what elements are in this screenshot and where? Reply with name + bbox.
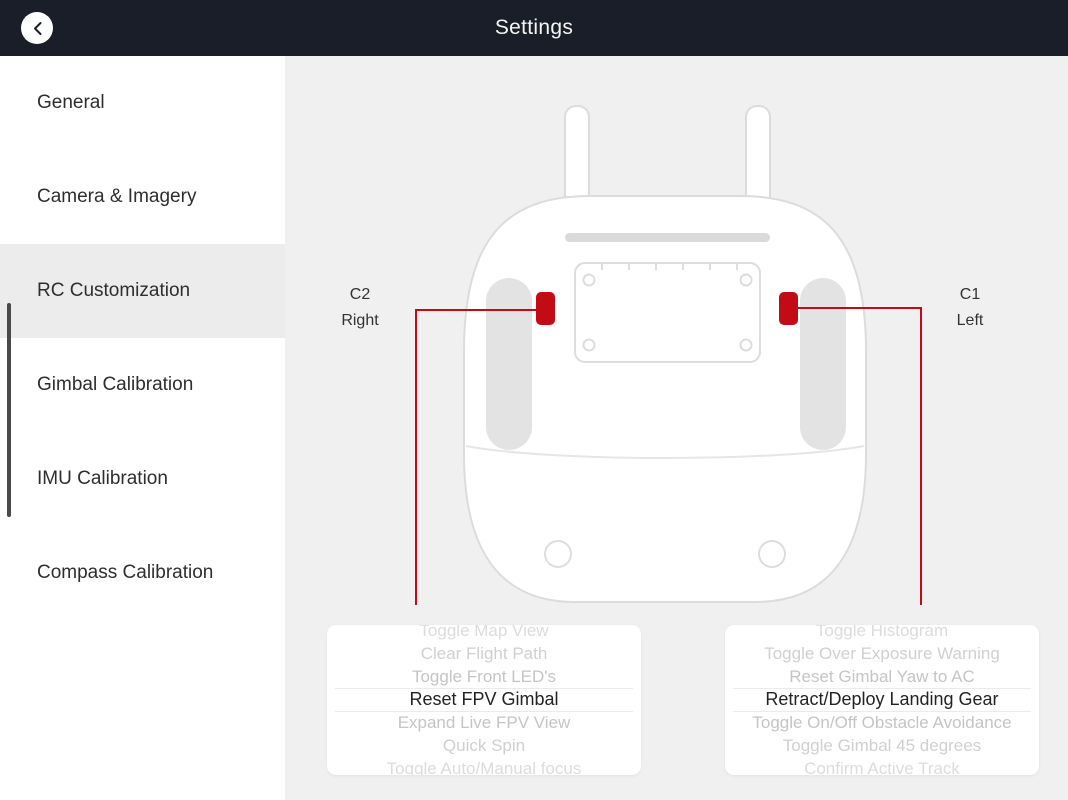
sidebar-item[interactable]: Gimbal Calibration: [0, 338, 285, 432]
sidebar-item[interactable]: IMU Calibration: [0, 432, 285, 526]
picker-option[interactable]: Expand Live FPV View: [397, 713, 571, 732]
sidebar: General Camera & Imagery RC Customizatio…: [0, 56, 285, 800]
picker-option[interactable]: Toggle Map View: [419, 625, 549, 640]
back-button[interactable]: [21, 12, 53, 44]
picker-option-selected[interactable]: Retract/Deploy Landing Gear: [765, 689, 999, 709]
panel-screws: [582, 273, 753, 352]
picker-option[interactable]: Toggle Over Exposure Warning: [764, 644, 1000, 663]
picker-option[interactable]: Toggle Gimbal 45 degrees: [782, 736, 982, 755]
sidebar-item[interactable]: Camera & Imagery: [0, 150, 285, 244]
c2-button[interactable]: [536, 292, 555, 325]
sidebar-item[interactable]: General: [0, 56, 285, 150]
controller-body: [463, 195, 867, 603]
bottom-port-right: [758, 540, 786, 568]
picker-option[interactable]: Quick Spin: [442, 736, 526, 755]
c1-label: C1 Left: [925, 282, 1015, 334]
page-title: Settings: [494, 16, 574, 39]
picker-divider: [733, 688, 1031, 689]
rc-controller-illustration: [463, 105, 867, 603]
c2-label: C2 Right: [315, 282, 405, 334]
grip-right: [800, 278, 846, 450]
panel-vents: [601, 262, 738, 270]
picker-divider: [335, 711, 633, 712]
picker-option[interactable]: Toggle Histogram: [815, 625, 949, 640]
grip-left: [486, 278, 532, 450]
c1-label-name: C1: [959, 286, 981, 303]
c1-connector-line: [798, 307, 922, 309]
c1-connector-line: [920, 307, 922, 605]
sidebar-scrollbar[interactable]: [7, 303, 11, 517]
picker-option[interactable]: Reset Gimbal Yaw to AC: [789, 667, 975, 686]
sidebar-item[interactable]: RC Customization: [0, 244, 285, 338]
back-panel: [574, 262, 761, 363]
header-bar: Settings: [0, 0, 1068, 56]
top-bar: [565, 233, 770, 242]
picker-option[interactable]: Clear Flight Path: [420, 644, 548, 663]
picker-option[interactable]: Toggle On/Off Obstacle Avoidance: [752, 713, 1012, 732]
c2-connector-line: [415, 309, 417, 605]
body-seam: [465, 445, 865, 459]
c1-button[interactable]: [779, 292, 798, 325]
back-chevron-icon: [33, 21, 41, 35]
picker-divider: [335, 688, 633, 689]
c2-connector-line: [415, 309, 541, 311]
picker-option[interactable]: Toggle Auto/Manual focus: [386, 759, 582, 775]
picker-option[interactable]: Confirm Active Track: [804, 759, 960, 775]
sidebar-item[interactable]: Compass Calibration: [0, 526, 285, 620]
c2-label-name: C2: [349, 286, 371, 303]
c1-label-position: Left: [956, 312, 984, 329]
picker-divider: [733, 711, 1031, 712]
picker-option[interactable]: Toggle Front LED's: [411, 667, 557, 686]
c2-label-position: Right: [341, 312, 379, 329]
bottom-port-left: [544, 540, 572, 568]
picker-option-selected[interactable]: Reset FPV Gimbal: [409, 689, 559, 709]
